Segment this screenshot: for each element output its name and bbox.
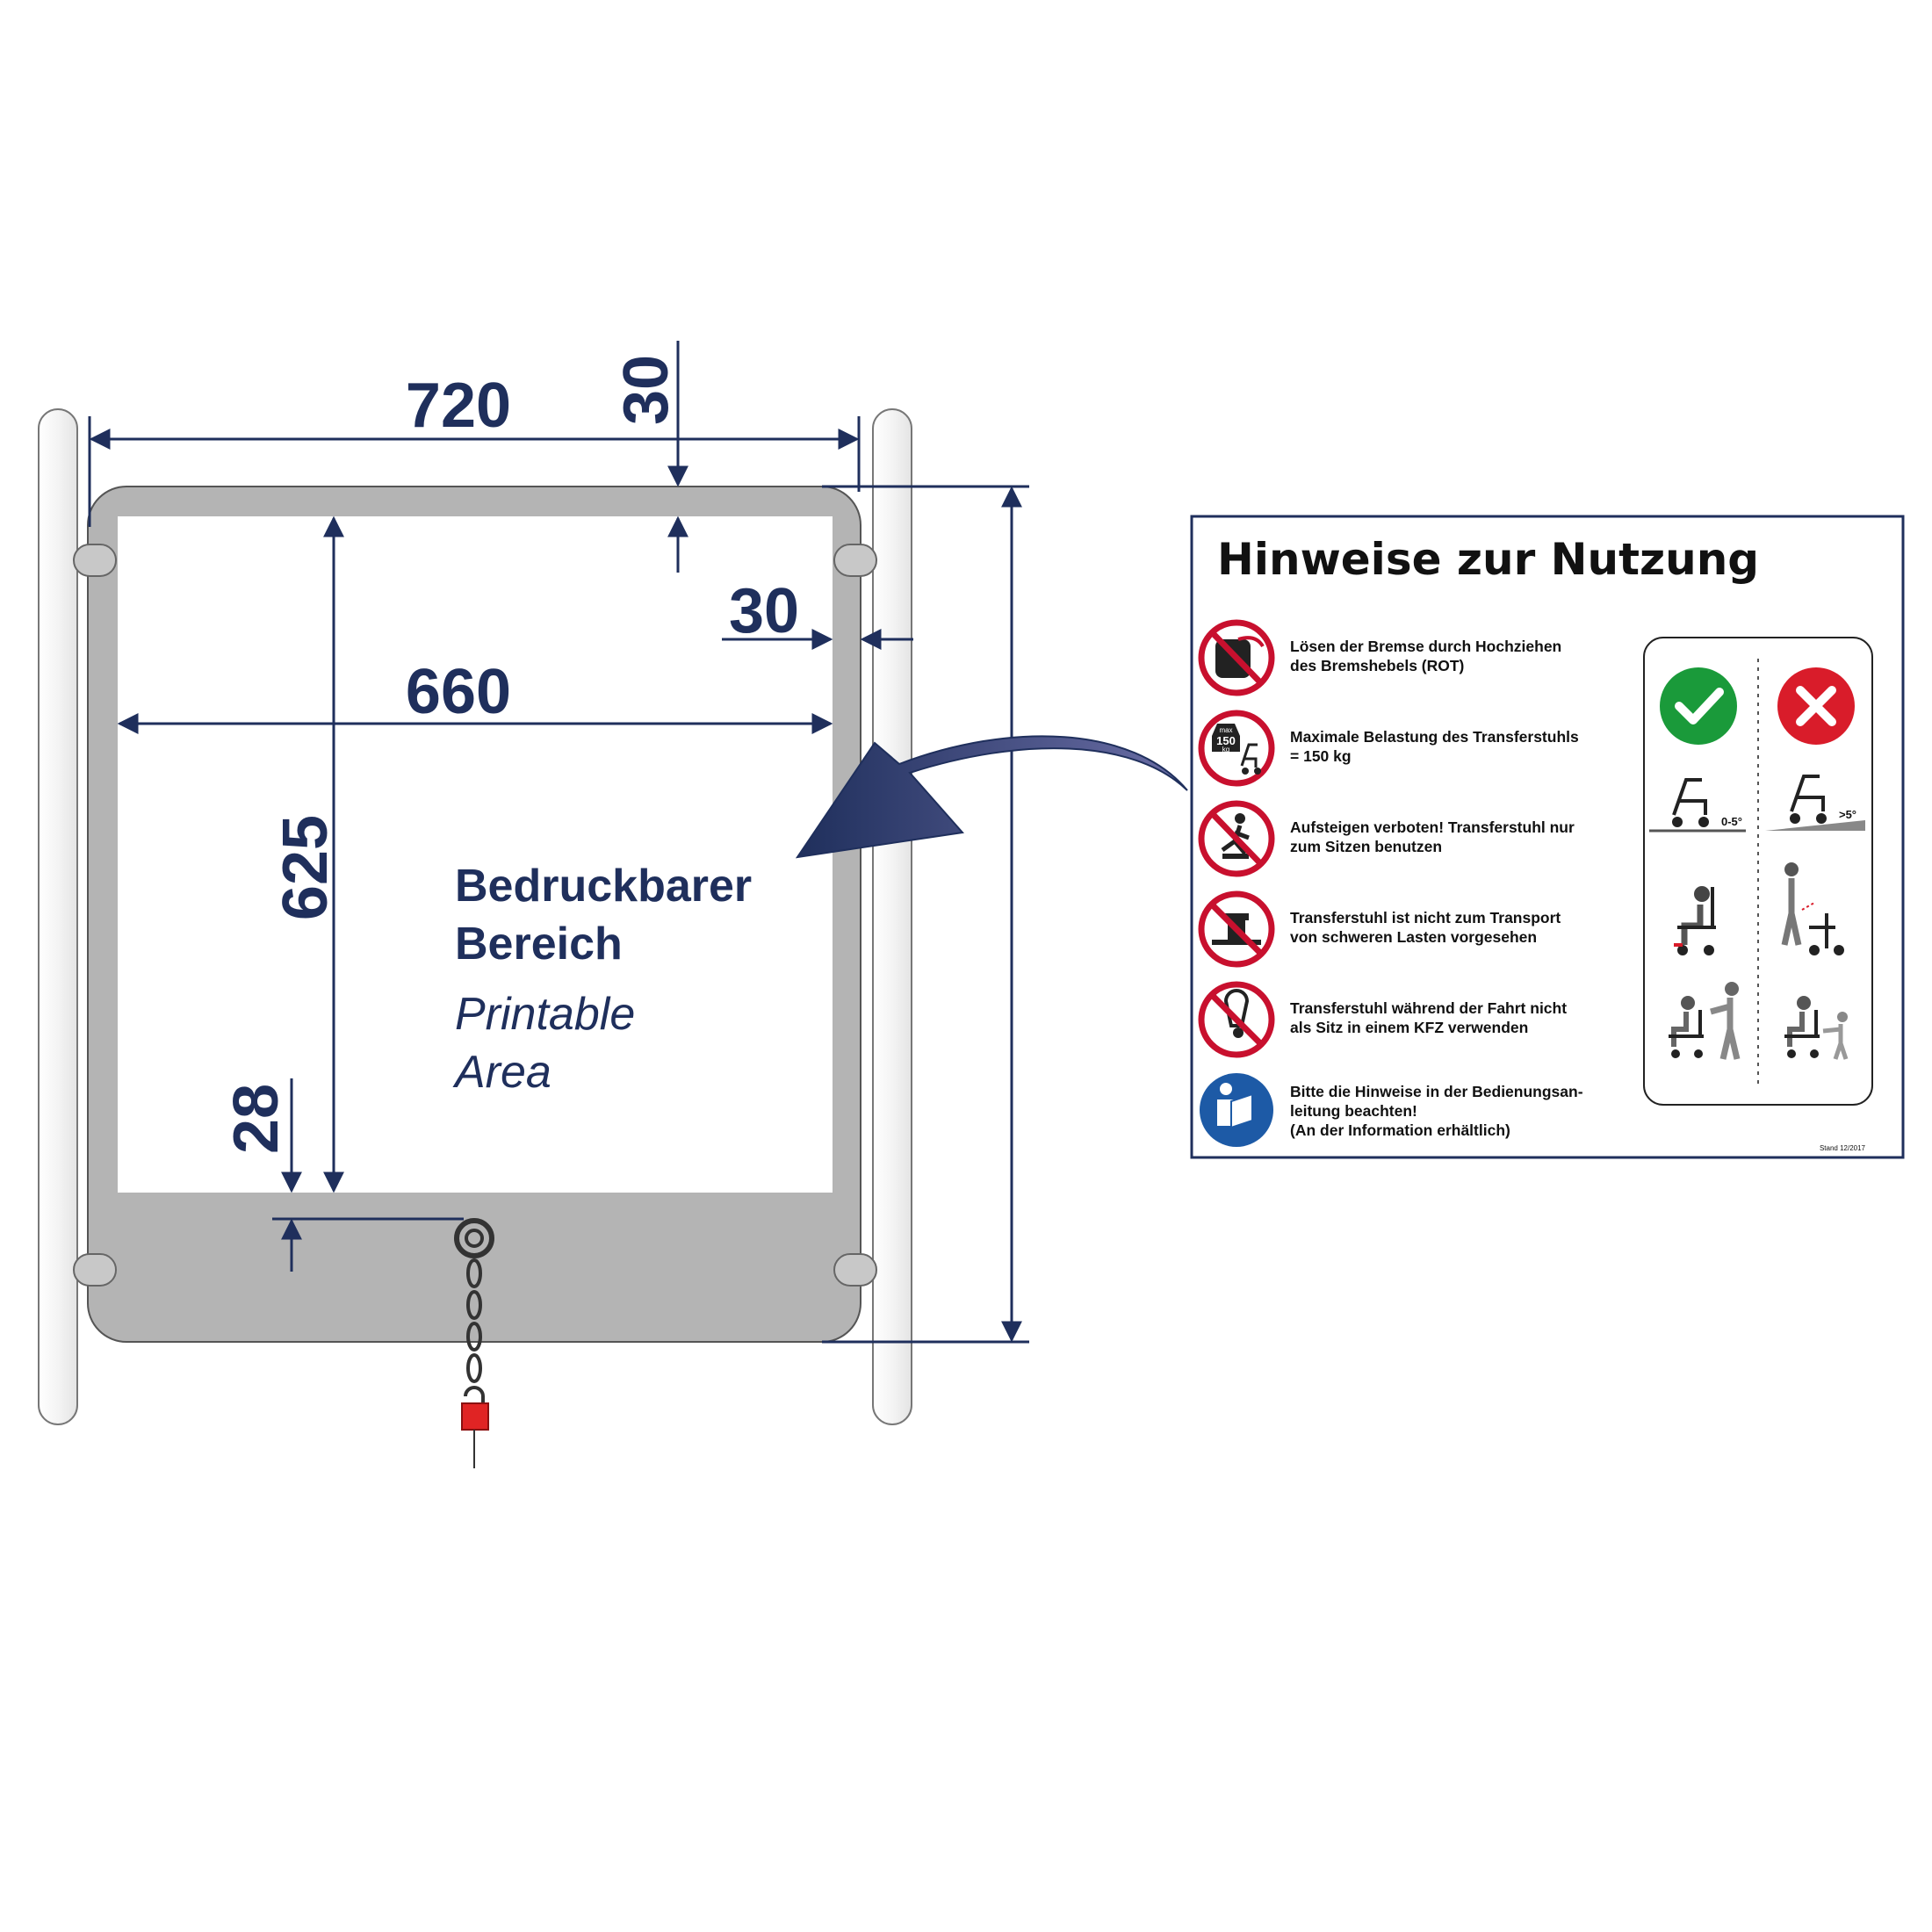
weight-value-text: 150 [1216,734,1236,747]
max-load-prohibited-icon: max 150 kg [1198,710,1275,787]
item-max-load: max 150 kg Maximale Belastung des Transf… [1198,710,1579,787]
dim-total-width: 720 [406,371,511,441]
item-no-vehicle-seat-line1: Transferstuhl während der Fahrt nicht [1290,999,1567,1017]
ok-check-icon [1660,667,1737,745]
item-read-manual-line1: Bitte die Hinweise in der Bedienungsan- [1290,1083,1583,1100]
printable-area [118,516,833,1193]
chain-lock [454,1218,494,1468]
clamp-bottom-left [73,1253,117,1287]
item-no-heavy-loads-line2: von schweren Lasten vorgesehen [1290,928,1537,946]
item-read-manual-line3: (An der Information erhältlich) [1290,1121,1510,1139]
instruction-sign: Hinweise zur Nutzung Lösen der Bremse du… [1190,515,1905,1159]
item-no-climbing-line1: Aufsteigen verboten! Transferstuhl nur [1290,818,1575,836]
slope-bad-label: >5° [1839,808,1856,821]
brake-lever-prohibited-icon [1198,619,1275,696]
dim-top-margin: 30 [611,355,681,425]
item-brake-line1: Lösen der Bremse durch Hochziehen [1290,638,1561,655]
push-ok-icon [1669,982,1741,1060]
clamp-top-left [73,544,117,577]
weight-max-text: max [1219,726,1232,734]
dim-bottom-offset: 28 [221,1084,292,1154]
dim-side-margin: 30 [729,576,799,646]
no-vehicle-seat-icon [1198,981,1275,1058]
slope-ok-label: 0-5° [1721,815,1742,828]
item-read-manual-line2: leitung beachten! [1290,1102,1417,1120]
dimension-lines [88,341,1029,1344]
item-brake-line2: des Bremshebels (ROT) [1290,657,1464,674]
item-no-climbing-line2: zum Sitzen benutzen [1290,838,1442,855]
no-heavy-loads-icon [1198,890,1275,968]
read-manual-icon [1200,1073,1273,1147]
frame-drawing: 720 660 30 30 625 28 Bedruckbarer Bereic… [38,341,1029,1468]
item-brake: Lösen der Bremse durch Hochziehen des Br… [1198,619,1561,696]
sit-ok-icon [1674,886,1716,955]
left-pole [38,408,78,1425]
printable-label-en-1: Printable [455,989,635,1040]
no-climbing-icon [1198,800,1275,877]
item-max-load-line2: = 150 kg [1290,747,1352,765]
right-pole [872,408,912,1425]
item-no-vehicle-seat-line2: als Sitz in einem KFZ verwenden [1290,1019,1528,1036]
item-max-load-line1: Maximale Belastung des Transferstuhls [1290,728,1579,746]
dim-inner-width: 660 [406,657,511,727]
printable-label-de-1: Bedruckbarer [455,861,752,912]
padlock [461,1402,489,1431]
push-bad-icon [1784,996,1849,1060]
sign-title: Hinweise zur Nutzung [1217,534,1759,585]
pointer-arrow [795,735,1188,859]
sit-bad-icon [1781,862,1844,955]
printable-label-en-2: Area [452,1047,551,1098]
item-no-heavy-loads-line1: Transferstuhl ist nicht zum Transport [1290,909,1561,926]
dim-inner-height: 625 [270,815,341,920]
weight-unit-text: kg [1222,746,1229,753]
slope-ok-icon [1649,778,1746,833]
sign-footer: Stand 12/2017 [1820,1144,1866,1152]
item-no-climbing: Aufsteigen verboten! Transferstuhl nur z… [1198,800,1575,877]
clamp-top-right [833,544,877,577]
item-no-heavy-loads: Transferstuhl ist nicht zum Transport vo… [1198,890,1561,968]
item-no-vehicle-seat: Transferstuhl während der Fahrt nicht al… [1198,981,1567,1058]
slope-bad-icon [1765,775,1865,831]
item-read-manual: Bitte die Hinweise in der Bedienungsan- … [1200,1073,1583,1147]
printable-label-de-2: Bereich [455,919,623,970]
clamp-bottom-right [833,1253,877,1287]
do-dont-panel: 0-5° >5° [1643,637,1873,1106]
